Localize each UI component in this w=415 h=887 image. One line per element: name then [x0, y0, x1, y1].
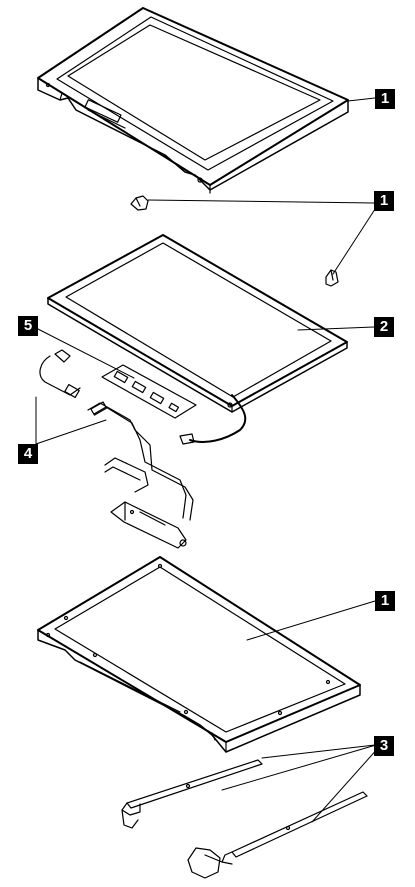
hinge-bracket [110, 501, 187, 549]
callout-lcd-panel: 2 [374, 317, 394, 337]
lcd-bezel [37, 7, 349, 194]
callout-cable: 4 [18, 444, 38, 464]
backlight-cable [179, 394, 247, 445]
hinge-right [187, 791, 368, 879]
callout-rear-cover: 1 [375, 591, 395, 611]
leader-lines [35, 97, 380, 823]
callout-hinges: 3 [374, 736, 394, 756]
lcd-cable-left [39, 349, 81, 399]
callout-inverter: 5 [18, 316, 38, 336]
callout-latches: 1 [374, 191, 394, 211]
hinge-left [121, 759, 263, 829]
lcd-rear-cover [37, 556, 361, 753]
callout-bezel: 1 [375, 89, 395, 109]
lcd-panel [47, 234, 348, 413]
latch-right [325, 269, 339, 287]
inverter-board [101, 364, 197, 419]
latch-left [130, 195, 149, 211]
lcd-flex-cable [87, 401, 194, 521]
